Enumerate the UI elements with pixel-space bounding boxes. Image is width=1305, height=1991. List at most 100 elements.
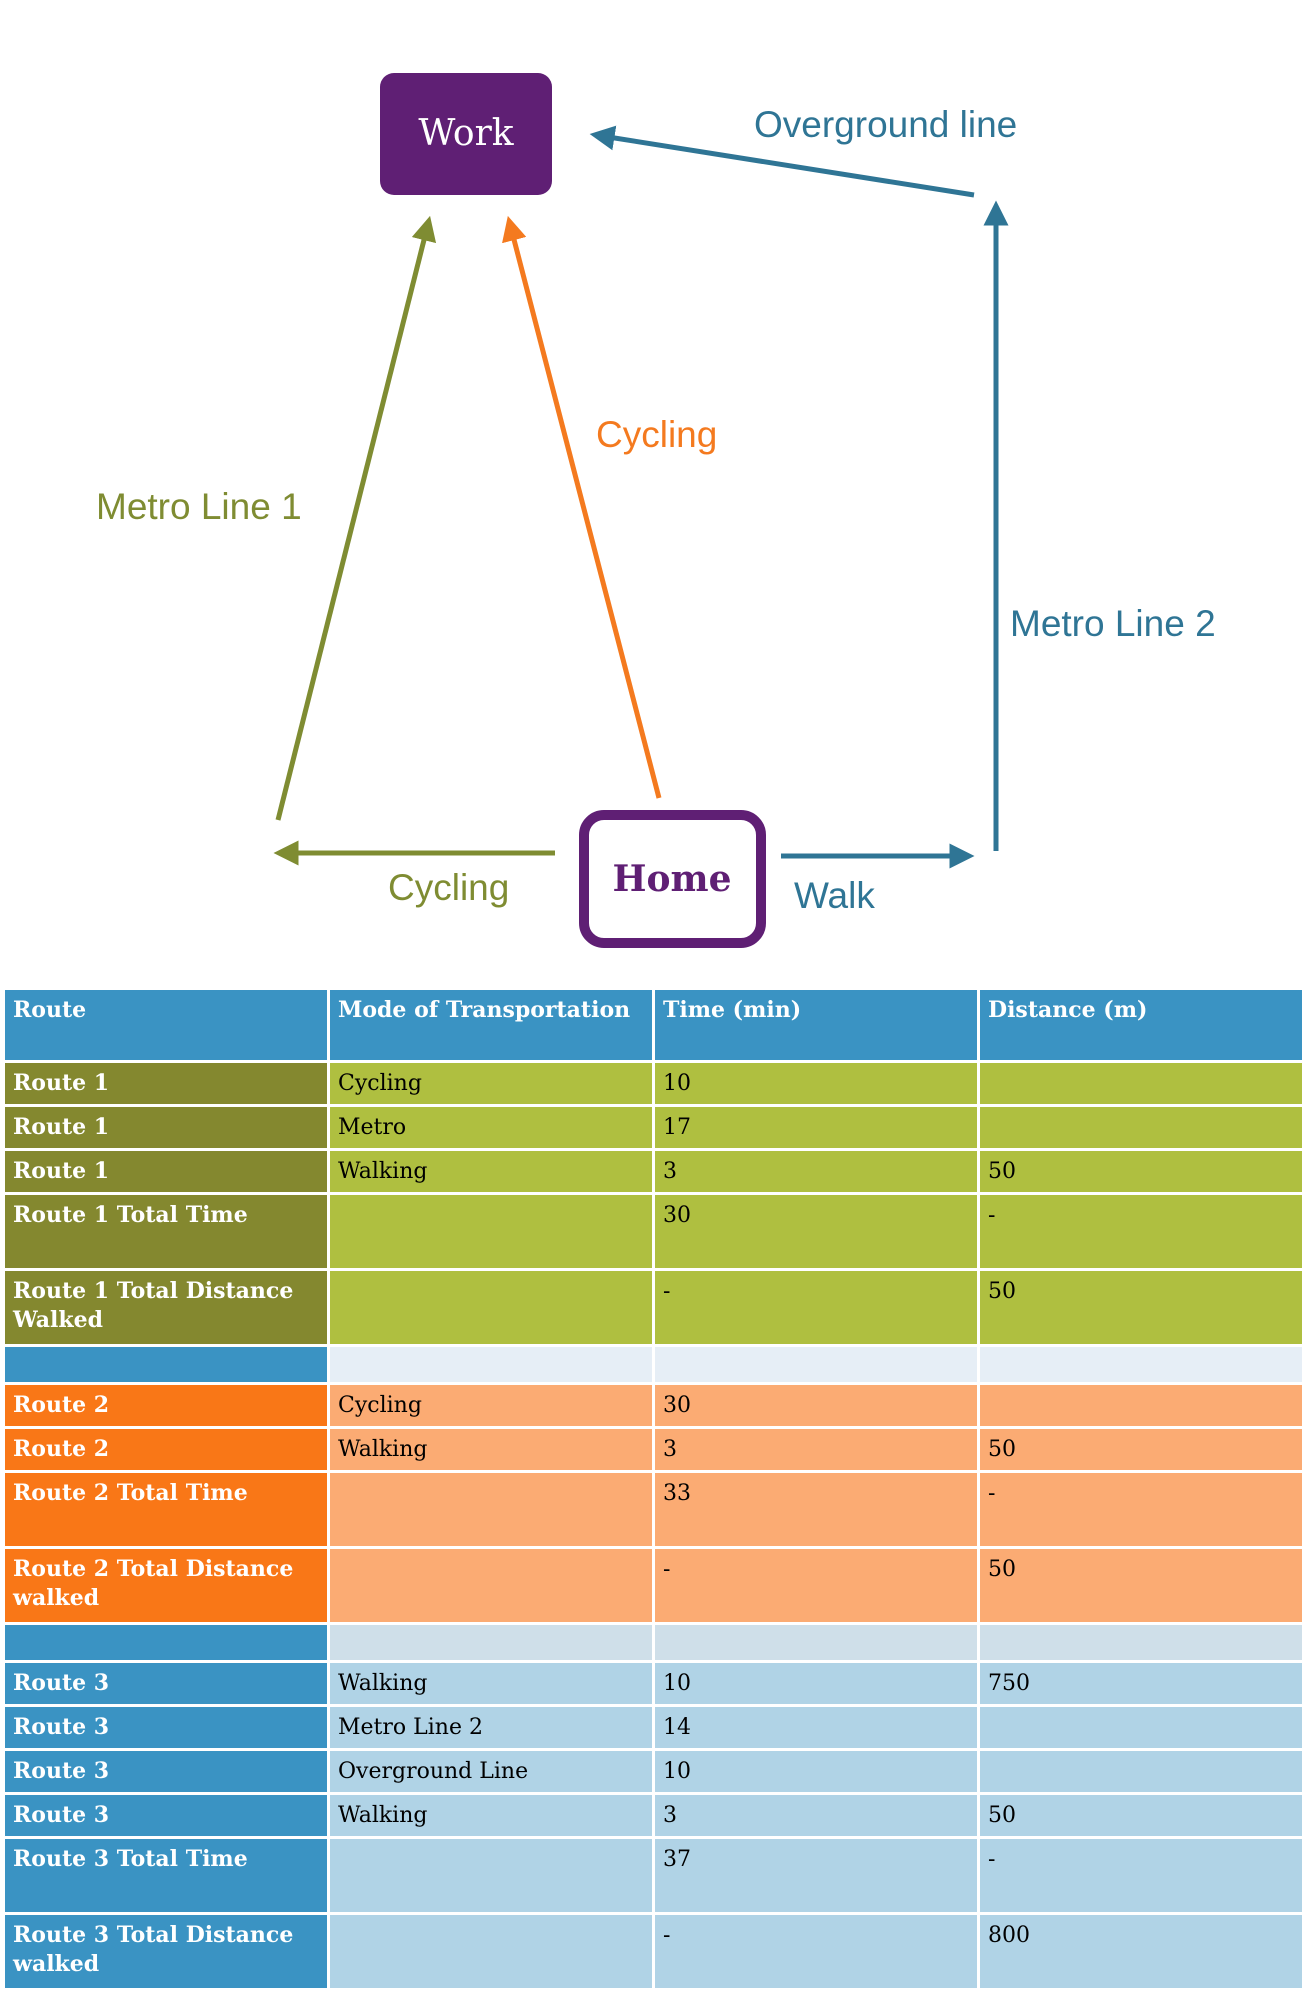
arrow-cycling-direct: [502, 215, 662, 799]
mode-cell: [327, 1836, 655, 1915]
time-cell: 10: [652, 1060, 980, 1107]
distance-cell: 800: [977, 1912, 1305, 1991]
arrow-overground-line: [589, 125, 975, 198]
distance-cell: 50: [977, 1268, 1305, 1347]
mode-cell: Metro: [327, 1104, 655, 1151]
distance-cell: 50: [977, 1426, 1305, 1473]
time-cell: 10: [652, 1660, 980, 1707]
distance-cell: [977, 1622, 1305, 1663]
distance-cell: -: [977, 1836, 1305, 1915]
route-cell: [2, 1622, 330, 1663]
time-cell: 30: [652, 1192, 980, 1271]
distance-cell: [977, 1060, 1305, 1107]
home-label: Home: [612, 858, 731, 900]
time-cell: -: [652, 1268, 980, 1347]
route-cell: Route 2 Total Distance walked: [2, 1546, 330, 1625]
route-cell: Route 2: [2, 1426, 330, 1473]
time-cell: 17: [652, 1104, 980, 1151]
route-diagram: Work Home Overground line Metro Line 1 C…: [96, 73, 1216, 948]
distance-cell: [977, 1704, 1305, 1751]
header-mode: Mode of Transportation: [327, 987, 655, 1063]
mode-cell: Cycling: [327, 1382, 655, 1429]
mode-cell: [327, 1912, 655, 1991]
route-cell: Route 3: [2, 1660, 330, 1707]
route-cell: Route 3 Total Time: [2, 1836, 330, 1915]
table-separator-row: [2, 1622, 1305, 1663]
distance-cell: 50: [977, 1792, 1305, 1839]
header-route: Route: [2, 987, 330, 1063]
mode-cell: Walking: [327, 1148, 655, 1195]
home-node: Home: [579, 810, 766, 948]
time-cell: 30: [652, 1382, 980, 1429]
table-row: Route 2 Total Time 33-: [2, 1470, 1305, 1549]
distance-cell: [977, 1382, 1305, 1429]
distance-cell: [977, 1748, 1305, 1795]
time-cell: 14: [652, 1704, 980, 1751]
mode-cell: [327, 1344, 655, 1385]
header-distance: Distance (m): [977, 987, 1305, 1063]
mode-cell: [327, 1192, 655, 1271]
mode-cell: [327, 1546, 655, 1625]
table-row: Route 1 Total Time 30-: [2, 1192, 1305, 1271]
mode-cell: [327, 1622, 655, 1663]
mode-cell: Walking: [327, 1426, 655, 1473]
route-cell: Route 3: [2, 1792, 330, 1839]
header-time: Time (min): [652, 987, 980, 1063]
mode-cell: Overground Line: [327, 1748, 655, 1795]
route-cell: Route 1 Total Time: [2, 1192, 330, 1271]
route-cell: Route 1: [2, 1104, 330, 1151]
label-cycling-direct: Cycling: [596, 414, 717, 455]
work-label: Work: [418, 113, 514, 154]
distance-cell: -: [977, 1470, 1305, 1549]
route-table: Route Mode of Transportation Time (min) …: [2, 987, 1305, 1991]
time-cell: [652, 1622, 980, 1663]
distance-cell: 50: [977, 1546, 1305, 1625]
route-cell: Route 1: [2, 1060, 330, 1107]
route-cell: Route 3: [2, 1748, 330, 1795]
mode-cell: [327, 1268, 655, 1347]
route-cell: Route 1 Total Distance Walked: [2, 1268, 330, 1347]
route-cell: Route 3: [2, 1704, 330, 1751]
label-overground-line: Overground line: [754, 104, 1017, 145]
mode-cell: Walking: [327, 1792, 655, 1839]
route-cell: Route 3 Total Distance walked: [2, 1912, 330, 1991]
work-node: Work: [380, 73, 552, 195]
time-cell: -: [652, 1546, 980, 1625]
label-cycling-left: Cycling: [388, 867, 509, 908]
table-row: Route 3 Total Distance walked-800: [2, 1912, 1305, 1991]
distance-cell: [977, 1104, 1305, 1151]
distance-cell: 50: [977, 1148, 1305, 1195]
route-cell: [2, 1344, 330, 1385]
table-row: Route 1 Total Distance Walked -50: [2, 1268, 1305, 1347]
time-cell: 33: [652, 1470, 980, 1549]
time-cell: 10: [652, 1748, 980, 1795]
table-row: Route 3 Total Time 37-: [2, 1836, 1305, 1915]
label-metro-line-2: Metro Line 2: [1010, 603, 1216, 644]
time-cell: 3: [652, 1148, 980, 1195]
arrow-metro-line-1: [275, 215, 437, 821]
table-row: Route 2 Total Distance walked -50: [2, 1546, 1305, 1625]
label-walk: Walk: [794, 875, 875, 916]
distance-cell: 750: [977, 1660, 1305, 1707]
route-cell: Route 1: [2, 1148, 330, 1195]
label-metro-line-1: Metro Line 1: [96, 486, 302, 527]
distance-cell: -: [977, 1192, 1305, 1271]
time-cell: 37: [652, 1836, 980, 1915]
route-cell: Route 2: [2, 1382, 330, 1429]
table-header-row: Route Mode of Transportation Time (min) …: [2, 987, 1305, 1063]
time-cell: 3: [652, 1426, 980, 1473]
route-cell: Route 2 Total Time: [2, 1470, 330, 1549]
mode-cell: [327, 1470, 655, 1549]
distance-cell: [977, 1344, 1305, 1385]
table-separator-row: [2, 1344, 1305, 1385]
mode-cell: Cycling: [327, 1060, 655, 1107]
